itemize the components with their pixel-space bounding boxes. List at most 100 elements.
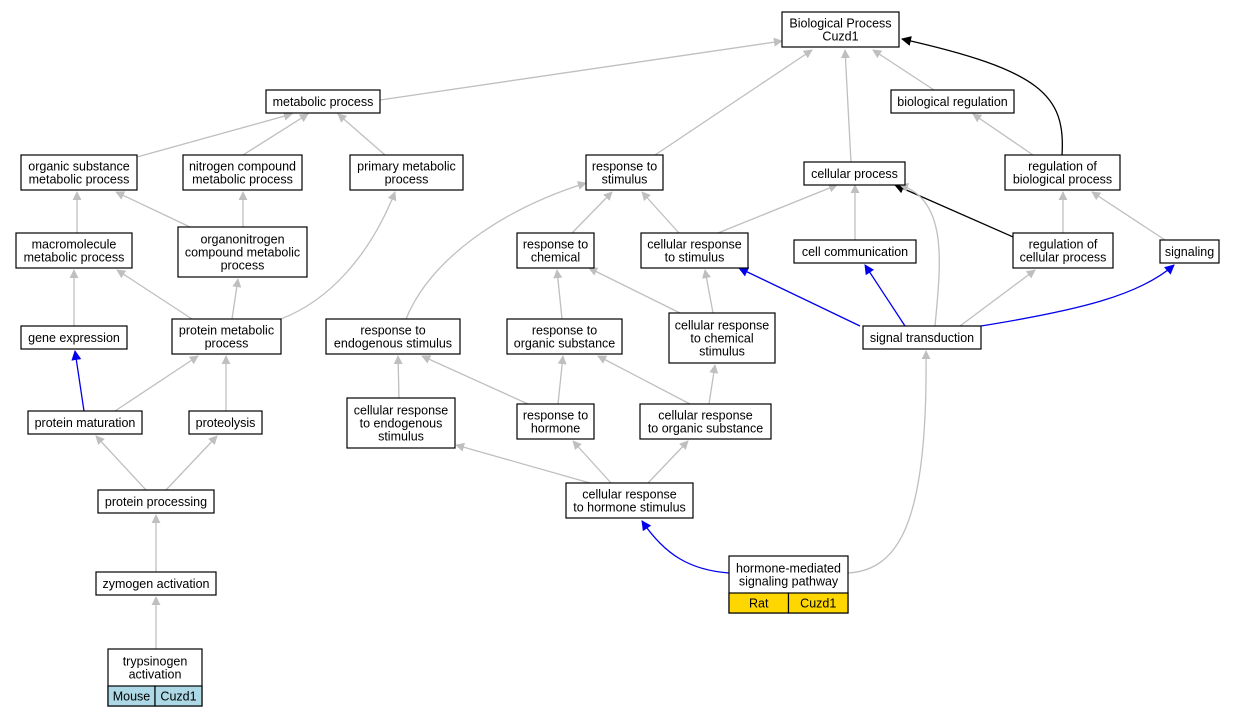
term-label-line: cellular response (354, 404, 449, 418)
edge-protein-metabolic-to-organonitrogen (231, 278, 242, 320)
term-label-line: cellular process (1020, 251, 1107, 265)
go-term-signaling: signaling (1159, 239, 1220, 264)
term-label-line: signal transduction (870, 331, 974, 345)
edge-signal-transduction-to-cellular-response-stimulus (738, 267, 861, 327)
edge-cellular-chemical-to-response-chemical (588, 267, 681, 314)
term-label-line: trypsinogen (123, 655, 188, 669)
term-box (1012, 232, 1114, 269)
term-label-line: metabolic process (273, 95, 374, 109)
edge-response-to-stimulus-to-root (654, 49, 813, 156)
term-label-line: to chemical (690, 332, 753, 346)
go-term-zymogen-activation: zymogen activation (95, 571, 217, 596)
term-label-line: cellular process (811, 167, 898, 181)
term-label-line: proteolysis (196, 416, 256, 430)
term-label-line: hormone (531, 422, 580, 436)
term-label-line: cellular response (658, 409, 753, 423)
edge-cellular-process-to-root (840, 49, 852, 163)
term-box (565, 482, 694, 519)
term-label-line: to hormone stimulus (573, 501, 686, 515)
edge-cellular-hormone-to-response-hormone (572, 440, 612, 484)
term-box (20, 154, 138, 191)
edge-protein-maturation-to-protein-metabolic (114, 355, 199, 412)
term-box (516, 403, 595, 440)
edge-endogenous-to-response-stimulus (405, 181, 587, 320)
go-term-cellular-process: cellular process (803, 161, 906, 186)
go-term-proteolysis: proteolysis (188, 410, 263, 435)
edge-protein-maturation-to-gene-expression (71, 350, 85, 412)
term-label-line: activation (129, 668, 182, 682)
term-label-line: process (205, 337, 249, 351)
edge-regulation-cellular-to-cellular-process (894, 184, 1021, 241)
term-label-line: protein maturation (35, 416, 136, 430)
term-label-line: signaling pathway (739, 575, 839, 589)
term-label-line: process (385, 173, 429, 187)
term-box (506, 318, 623, 355)
term-box (95, 571, 217, 596)
edge-organic-to-metabolic (136, 111, 293, 158)
term-box (349, 154, 464, 191)
term-label-line: response to (360, 324, 425, 338)
edge-signal-transduction-to-cell-communication (864, 264, 906, 327)
term-label-line: biological regulation (897, 95, 1008, 109)
term-label-line: endogenous stimulus (334, 337, 452, 351)
edge-signal-transduction-to-regulation-cellular (959, 269, 1036, 327)
term-box (1004, 154, 1121, 191)
go-term-metabolic-process: metabolic process (265, 89, 381, 114)
term-label-line: Cuzd1 (822, 30, 858, 44)
species-tag: Mouse (113, 690, 151, 704)
term-label-line: stimulus (602, 173, 648, 187)
edge-protein-metabolic-to-primary (280, 191, 397, 320)
annotation-tag-cell (787, 592, 849, 614)
edge-signaling-to-regulation-bp (1091, 191, 1166, 241)
term-box (862, 325, 982, 350)
edge-cellular-organic-to-cellular-chemical (708, 364, 719, 405)
edge-response-hormone-to-organic-substance (557, 355, 567, 405)
term-label-line: organic substance (28, 160, 130, 174)
edge-hormone-pathway-to-signal-transduction (847, 350, 931, 574)
edge-metabolic-to-root (379, 37, 783, 101)
term-box (890, 89, 1015, 114)
edge-organic-substance-to-chemical (553, 269, 563, 320)
term-box (1159, 239, 1220, 264)
term-label-line: response to (592, 160, 657, 174)
term-label-line: to organic substance (648, 422, 763, 436)
edge-response-hormone-to-endogenous (421, 355, 529, 405)
term-label-line: metabolic process (29, 173, 130, 187)
edge-cellular-hormone-to-cellular-endogenous (455, 442, 591, 484)
term-label-line: to stimulus (665, 251, 725, 265)
term-box (97, 489, 215, 514)
term-box (640, 232, 749, 269)
term-box (182, 154, 303, 191)
edge-cellular-endogenous-to-endogenous (393, 355, 403, 399)
edge-signal-transduction-to-cellular-process (899, 183, 940, 327)
term-box (793, 239, 917, 264)
term-label-line: metabolic process (192, 173, 293, 187)
edge-cellular-organic-to-organic-substance (597, 355, 691, 405)
gene-tag: Cuzd1 (800, 597, 836, 611)
term-box (177, 226, 308, 278)
edge-hormone-pathway-to-cellular-hormone (641, 520, 730, 574)
term-label-line: protein processing (105, 495, 207, 509)
edge-signal-transduction-to-signaling (980, 264, 1175, 327)
term-box (803, 161, 906, 186)
term-label-line: biological process (1013, 173, 1112, 187)
term-label-line: chemical (531, 251, 580, 265)
term-label-line: macromolecule (32, 238, 117, 252)
term-box (346, 397, 456, 449)
edge-cellular-response-stimulus-to-cellular-process (717, 183, 838, 234)
edge-layer (69, 36, 1175, 649)
term-label-line: stimulus (699, 345, 745, 359)
edge-regulation-bp-to-root (901, 36, 1064, 156)
